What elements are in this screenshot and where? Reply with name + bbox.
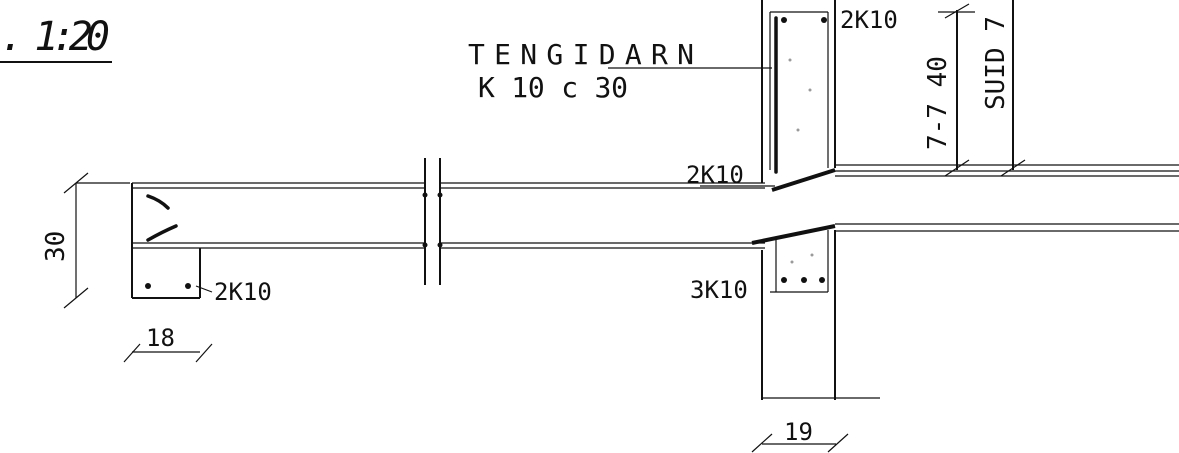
scale-label: . 1:20 (0, 14, 110, 60)
top-bars-column-label: 2K10 (840, 6, 898, 34)
dim-slab-thickness-label: 30 (41, 231, 71, 262)
top-bars-beam-label: 2K10 (686, 161, 744, 189)
slab-section (131, 182, 425, 299)
dim-slab-width-label: 18 (146, 324, 175, 352)
dim-column-width-label: 19 (784, 418, 813, 446)
bottom-bars-beam-label: 3K10 (690, 276, 748, 304)
height-dimensions (938, 0, 1026, 177)
stirrups-spec: K 10 c 30 (478, 71, 628, 104)
stirrups-name: TENGIDARN (468, 38, 696, 71)
break-lines (422, 158, 443, 285)
height-note-1: 7-7 40 (923, 56, 953, 150)
bottom-bars-slab-label: 2K10 (214, 278, 272, 306)
dim-slab-thickness (63, 172, 130, 309)
dim-slab-width (123, 343, 213, 363)
beam-right (751, 164, 1179, 245)
height-note-2: SUID 7 (981, 16, 1011, 110)
dim-column-width (751, 433, 849, 453)
slab-continuation (440, 182, 775, 249)
column (761, 0, 880, 400)
